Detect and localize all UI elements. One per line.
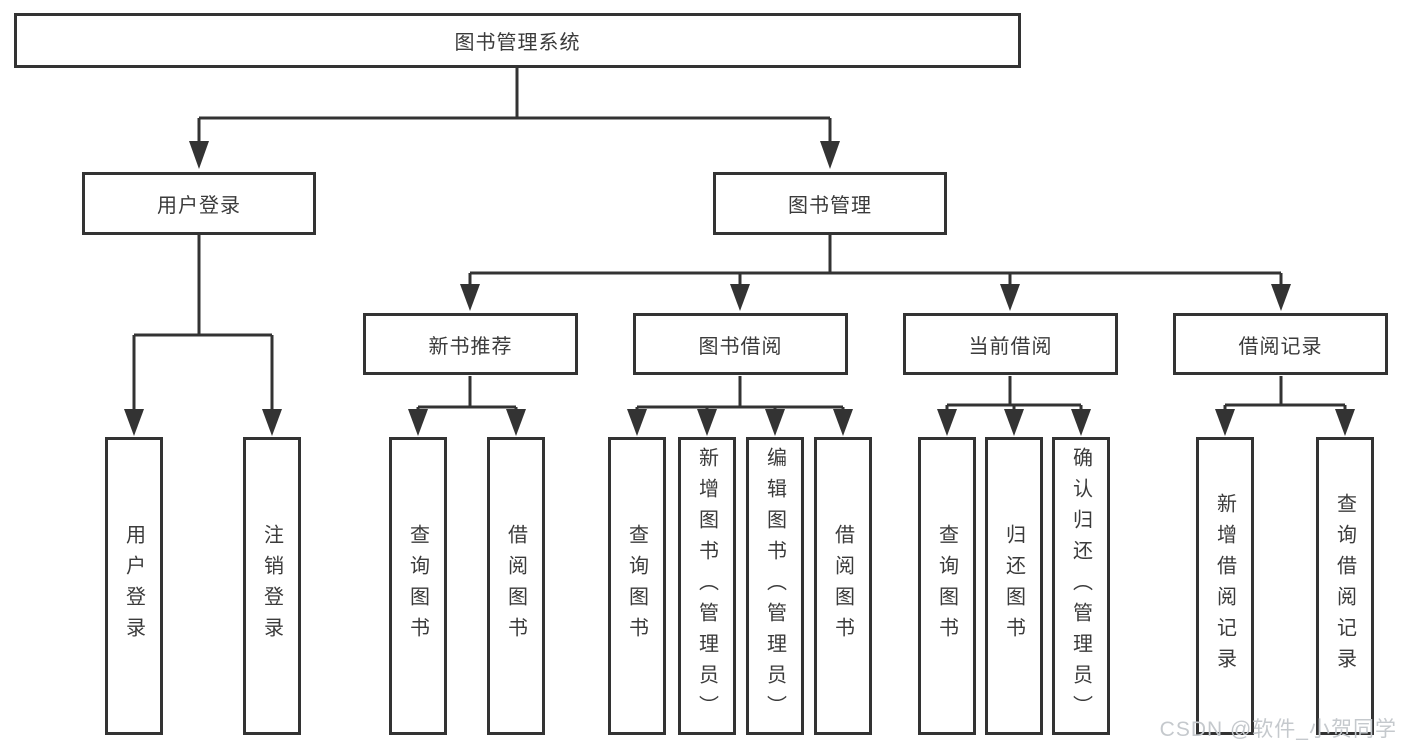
node-leaf-logout: 注销登录: [243, 437, 301, 735]
node-leaf-return-book: 归还图书: [985, 437, 1043, 735]
node-label: 用户登录: [122, 524, 145, 648]
node-library-management-system: 图书管理系统: [14, 13, 1021, 68]
arrowhead-icon: [820, 141, 840, 169]
arrowhead-icon: [506, 409, 526, 436]
node-label: 查询图书: [935, 524, 958, 648]
arrowhead-icon: [460, 284, 480, 311]
node-leaf-edit-book-admin: 编辑图书（管理员）: [746, 437, 804, 735]
arrowhead-icon: [627, 409, 647, 436]
node-leaf-add-book-admin: 新增图书（管理员）: [678, 437, 736, 735]
node-label: 确认归还（管理员）: [1069, 446, 1092, 726]
node-label: 查询图书: [625, 524, 648, 648]
node-label: 查询图书: [406, 524, 429, 648]
node-leaf-user-login: 用户登录: [105, 437, 163, 735]
node-label: 图书借阅: [698, 335, 783, 358]
arrowhead-icon: [1004, 409, 1024, 436]
node-label: 借阅图书: [831, 524, 854, 648]
arrowhead-icon: [1335, 409, 1355, 436]
node-borrow-records: 借阅记录: [1173, 313, 1388, 375]
arrowhead-icon: [408, 409, 428, 436]
node-label: 新书推荐: [428, 335, 513, 358]
node-leaf-query-borrow-record: 查询借阅记录: [1316, 437, 1374, 735]
node-label: 用户登录: [157, 195, 241, 217]
node-leaf-query-book-3: 查询图书: [918, 437, 976, 735]
node-label: 图书管理系统: [454, 32, 581, 54]
node-leaf-borrow-book-1: 借阅图书: [487, 437, 545, 735]
node-label: 新增图书（管理员）: [695, 446, 718, 726]
arrowhead-icon: [730, 284, 750, 311]
node-label: 借阅图书: [504, 524, 527, 648]
node-label: 查询借阅记录: [1333, 493, 1356, 679]
node-new-book-recommend: 新书推荐: [363, 313, 578, 375]
node-user-login: 用户登录: [82, 172, 316, 235]
arrowhead-icon: [697, 409, 717, 436]
node-label: 新增借阅记录: [1213, 493, 1236, 679]
node-book-management: 图书管理: [713, 172, 947, 235]
node-label: 编辑图书（管理员）: [763, 446, 786, 726]
arrowhead-icon: [124, 409, 144, 436]
node-book-borrow: 图书借阅: [633, 313, 848, 375]
node-leaf-borrow-book-2: 借阅图书: [814, 437, 872, 735]
node-leaf-confirm-return-admin: 确认归还（管理员）: [1052, 437, 1110, 735]
node-label: 图书管理: [788, 195, 872, 217]
arrowhead-icon: [1000, 284, 1020, 311]
node-label: 借阅记录: [1238, 335, 1323, 358]
arrowhead-icon: [1271, 284, 1291, 311]
arrowhead-icon: [262, 409, 282, 436]
node-label: 当前借阅: [968, 335, 1053, 358]
arrowhead-icon: [189, 141, 209, 169]
arrowhead-icon: [937, 409, 957, 436]
arrowheads: [124, 141, 1355, 436]
csdn-watermark: CSDN @软件_小贺同学: [1159, 718, 1397, 741]
node-leaf-query-book-1: 查询图书: [389, 437, 447, 735]
node-current-borrow: 当前借阅: [903, 313, 1118, 375]
arrowhead-icon: [765, 409, 785, 436]
node-leaf-add-borrow-record: 新增借阅记录: [1196, 437, 1254, 735]
arrowhead-icon: [833, 409, 853, 436]
arrowhead-icon: [1071, 409, 1091, 436]
node-label: 注销登录: [260, 524, 283, 648]
arrowhead-icon: [1215, 409, 1235, 436]
node-label: 归还图书: [1002, 524, 1025, 648]
node-leaf-query-book-2: 查询图书: [608, 437, 666, 735]
